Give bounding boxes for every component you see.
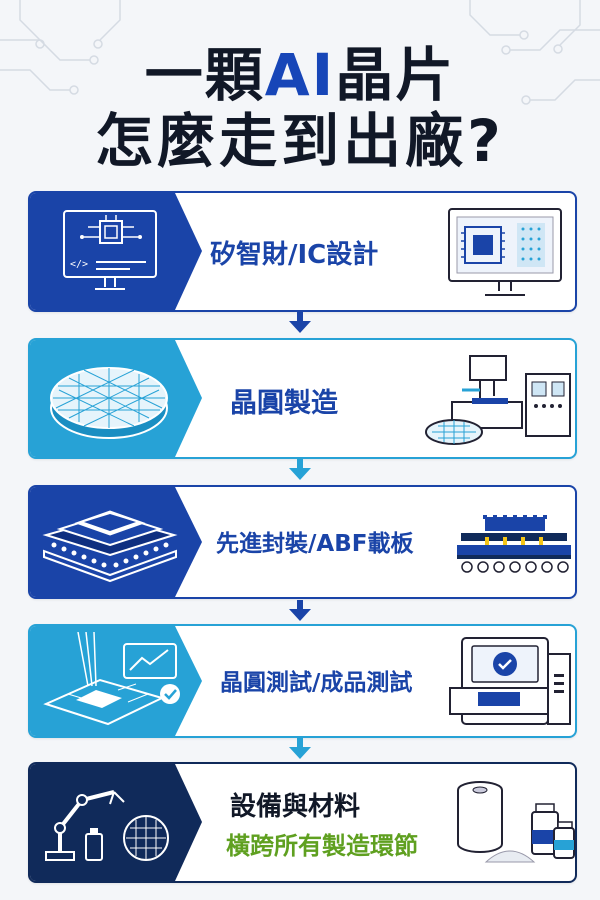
flow-arrow-icon xyxy=(289,738,311,759)
page-title-line2: 怎麼走到出廠? xyxy=(95,107,505,175)
substrate-icon xyxy=(457,515,571,573)
step-left-panel xyxy=(30,626,202,736)
step-card-packaging: 先進封裝/ABF載板 xyxy=(28,485,577,599)
flow-arrow-icon xyxy=(289,600,311,621)
step-sublabel: 橫跨所有製造環節 xyxy=(226,832,418,860)
step-label: 設備與材料 xyxy=(230,792,361,822)
circuit-monitor-icon: </> xyxy=(63,210,157,290)
title-suffix: 晶片 xyxy=(335,41,456,109)
step-left-panel xyxy=(30,340,202,457)
step-card-ic-design: </> 矽智財/IC設計 xyxy=(28,191,577,312)
svg-text:</>: </> xyxy=(70,259,88,270)
flow-arrow-icon xyxy=(289,312,311,333)
robot-arm-icon xyxy=(45,790,169,861)
step-card-wafer-fab: 晶圓製造 xyxy=(28,338,577,459)
package-stack-icon xyxy=(42,510,178,583)
fab-machine-icon xyxy=(425,355,571,445)
step-label: 先進封裝/ABF載板 xyxy=(216,531,414,557)
test-machine-icon xyxy=(449,637,571,725)
computer-chip-design-icon xyxy=(448,208,562,296)
step-label: 矽智財/IC設計 xyxy=(210,240,379,270)
page-title-line1: 一顆AI晶片 xyxy=(0,46,600,104)
title-prefix: 一顆 xyxy=(144,41,265,109)
step-left-panel xyxy=(30,487,202,597)
probe-test-icon xyxy=(43,632,180,726)
step-left-panel: </> xyxy=(30,193,202,310)
flow-arrow-icon xyxy=(289,459,311,480)
materials-icon xyxy=(457,781,575,863)
title-accent: AI xyxy=(264,41,336,109)
step-card-equipment-materials: 設備與材料 橫跨所有製造環節 xyxy=(28,762,577,883)
step-label: 晶圓製造 xyxy=(230,388,338,419)
circuit-background xyxy=(0,0,600,105)
step-label: 晶圓測試/成品測試 xyxy=(220,670,413,696)
wafer-icon xyxy=(50,367,168,439)
step-left-panel xyxy=(30,764,202,881)
step-card-testing: 晶圓測試/成品測試 xyxy=(28,624,577,738)
